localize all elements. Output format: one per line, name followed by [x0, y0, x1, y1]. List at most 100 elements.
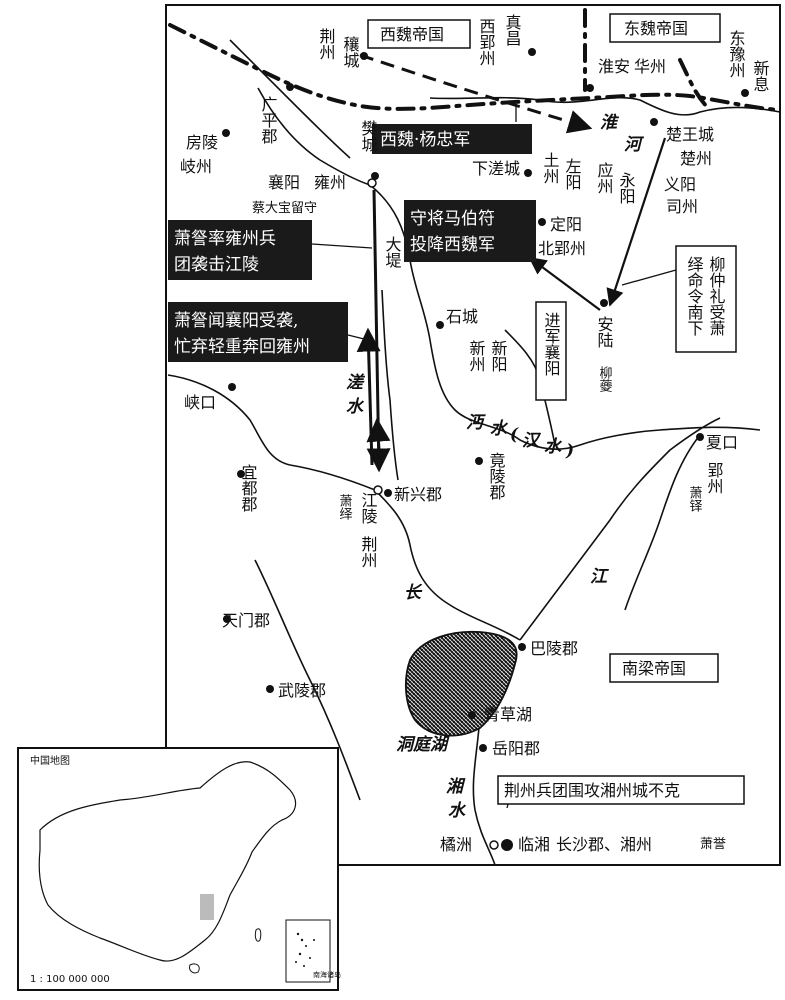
- label-liuyan: 柳䕫: [597, 366, 613, 392]
- outlined-callouts: 柳仲礼受萧 绎命令南下 进军襄阳 荆州兵团围攻湘州城不克: [497, 245, 745, 805]
- inset-china-outline: [38, 761, 297, 962]
- label-yidu: 宜都郡: [239, 464, 258, 512]
- label-fangling: 房陵: [186, 133, 218, 152]
- inset-title: 中国地图: [30, 754, 70, 767]
- west-wei-army-label: 西魏·杨忠军: [380, 130, 470, 150]
- label-tuzhou: 土州: [541, 152, 560, 184]
- south-liang-label: 南梁帝国: [622, 659, 686, 678]
- city-dot-qingcao: [468, 711, 476, 719]
- city-dot-xiangyang: [367, 178, 377, 188]
- ma-boshou-line2: 投降西魏军: [410, 235, 495, 255]
- label-xiaoyi: 萧铎: [687, 486, 703, 512]
- ma-boshou-box: [404, 200, 536, 262]
- label-yongyang: 永阳: [617, 172, 636, 204]
- west-wei-army-box: [372, 124, 532, 154]
- east-wei-border-east: [678, 58, 712, 112]
- yangtze-upper: [374, 489, 521, 641]
- east-wei-box: [609, 13, 721, 43]
- river-label-zha: 溠: [346, 373, 366, 393]
- city-dot-xiachacheng: [524, 169, 532, 177]
- label-zhenchang: 真昌: [503, 14, 522, 46]
- north-river: [229, 39, 351, 159]
- label-anlu: 安陆: [595, 316, 614, 348]
- label-jingzhou: 荆州: [359, 536, 378, 568]
- river-labels: 淮 河 溠 水 沔 水 ( 汉 水 ) 长 江 洞庭湖 湘 水: [346, 113, 645, 821]
- label-jingling: 竟陵郡: [487, 452, 506, 500]
- city-dot-xinxing: [384, 489, 392, 497]
- siege-box: [497, 775, 745, 805]
- label-xinzhou: 新州: [467, 340, 486, 372]
- label-sizhou: 司州: [666, 197, 698, 216]
- inset-south-sea-box: [285, 919, 331, 983]
- river-label-mian-shui: 水: [490, 419, 509, 439]
- label-xinxi: 新息: [751, 60, 770, 92]
- liu-zhongli-arrow: [606, 137, 667, 307]
- label-xiakou-e: 夏口: [706, 433, 738, 452]
- city-dot-dingyang: [538, 218, 546, 226]
- label-chuzhou: 楚州: [680, 149, 712, 168]
- label-shicheng: 石城: [446, 307, 478, 326]
- city-dot-linxiang: [501, 839, 513, 851]
- inset-south-sea-islands: [295, 932, 315, 967]
- label-jingzhou-top: 荆州: [317, 28, 336, 60]
- city-dot-shicheng: [436, 321, 444, 329]
- label-rangcheng: 穰城: [341, 35, 360, 69]
- label-baling: 巴陵郡: [530, 639, 578, 658]
- label-xiyingzhou: 西郢州: [477, 18, 496, 66]
- label-dingyang: 定阳: [550, 215, 582, 234]
- ma-boshou-line1: 守将马伯符: [410, 209, 495, 229]
- label-jiangling: 江陵: [359, 492, 378, 524]
- label-changsha: 长沙郡、湘州: [556, 835, 652, 854]
- xiao-cha-return-line1: 萧詧闻襄阳受袭,: [174, 310, 298, 331]
- label-wuling: 武陵郡: [278, 681, 326, 700]
- label-dongyuzhou: 东豫州: [727, 30, 746, 78]
- inset-hainan: [189, 963, 200, 974]
- huai-river: [429, 96, 781, 116]
- label-xiakou-w: 峡口: [184, 393, 216, 412]
- city-dot-fangling: [222, 129, 230, 137]
- river-label-han-open: (: [510, 425, 519, 445]
- label-qizhou: 岐州: [180, 157, 212, 176]
- inset-highlight-region: [200, 894, 214, 920]
- zha-river: [381, 289, 399, 481]
- xiang-river: [472, 714, 496, 866]
- yangtze-lower: [519, 417, 721, 641]
- liu-zhongli-box: [675, 245, 737, 353]
- jinjun-box: [535, 301, 567, 401]
- place-labels: 荆州 穰城 西郢州 真昌 淮安 华州 东豫州 新息 广平郡 房陵 岐州 樊城 襄…: [180, 14, 770, 854]
- label-beiyingzhou: 北郢州: [538, 239, 586, 258]
- xiao-cha-return-box: [168, 302, 348, 362]
- river-label-dongting: 洞庭湖: [396, 735, 450, 755]
- inset-south-sea-label: 南海诸岛: [313, 970, 341, 979]
- dongting-lake: [405, 630, 518, 737]
- label-cai-dabao: 蔡大宝留守: [252, 201, 317, 216]
- xiao-cha-attack-line1: 萧詧率雍州兵: [174, 229, 276, 249]
- label-xiao-yi: 萧绎: [337, 494, 353, 520]
- west-wei-label: 西魏帝国: [380, 25, 444, 44]
- borders-layer: [168, 8, 782, 112]
- east-wei-label: 东魏帝国: [624, 19, 688, 38]
- label-yingzhou: 应州: [595, 161, 614, 194]
- river-label-he: 河: [624, 135, 645, 155]
- south-river: [254, 559, 361, 801]
- east-river: [624, 434, 701, 611]
- label-xiaoyu: 萧誉: [700, 837, 726, 852]
- river-label-han-close: ): [565, 441, 574, 461]
- east-west-border: [168, 23, 782, 112]
- city-dot-guangping: [286, 83, 294, 91]
- city-dot-fancheng: [371, 172, 379, 180]
- label-huazhou: 华州: [634, 57, 666, 76]
- label-fancheng: 樊城: [359, 120, 378, 153]
- xiao-cha-return-arrow-1: [356, 327, 381, 466]
- city-dot-yueyang: [479, 744, 487, 752]
- inset-map: 中国地图 南海诸岛 1 : 100 000 000: [17, 747, 341, 991]
- city-dot-chuwangcheng: [650, 118, 658, 126]
- jinjun-xiangyang-arrow: [528, 256, 601, 311]
- jinjun-label: 进军襄阳: [542, 312, 561, 376]
- liu-zhongli-col1: 柳仲礼受萧: [707, 256, 726, 336]
- city-dot-xinxi: [741, 89, 749, 97]
- river-label-mian: 沔: [466, 413, 486, 433]
- label-xiangyang: 襄阳: [268, 173, 300, 192]
